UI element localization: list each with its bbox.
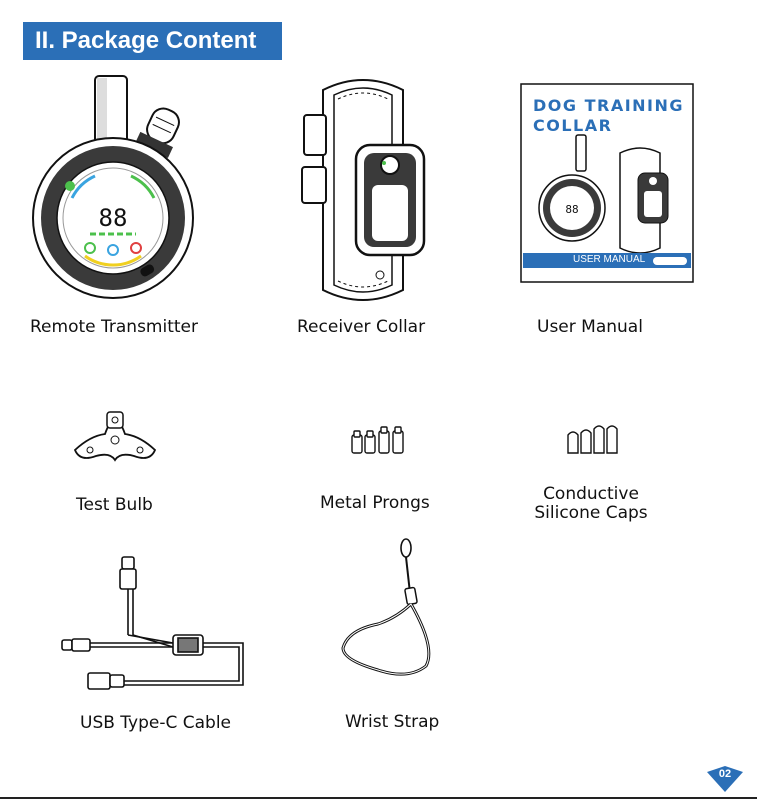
manual-footer-text: USER MANUAL — [573, 254, 645, 265]
item-label-user-manual: User Manual — [537, 317, 667, 337]
section-title: II. Package Content — [35, 27, 256, 55]
svg-text:88: 88 — [99, 204, 128, 232]
item-label-usb-type-c-cable: USB Type-C Cable — [80, 713, 250, 733]
item-label-test-bulb: Test Bulb — [76, 495, 186, 515]
page-number-badge: 02 — [705, 764, 745, 794]
manual-footer-bar: USER MANUAL — [523, 253, 691, 268]
manual-title-line-2: COLLAR — [533, 116, 693, 136]
page-number: 02 — [705, 768, 745, 780]
manual-title-line-1: DOG TRAINING — [533, 96, 693, 116]
svg-text:88: 88 — [565, 203, 578, 216]
receiver-collar-image — [298, 75, 428, 305]
remote-transmitter-image: 88 — [30, 70, 200, 310]
test-bulb-image — [70, 410, 160, 468]
section-header: II. Package Content — [23, 22, 282, 60]
item-label-remote-transmitter: Remote Transmitter — [30, 317, 210, 337]
item-label-conductive: Conductive — [521, 484, 661, 504]
manual-title: DOG TRAINING COLLAR — [533, 96, 693, 136]
item-label-receiver-collar: Receiver Collar — [297, 317, 447, 337]
item-label-metal-prongs: Metal Prongs — [320, 493, 450, 513]
metal-prongs-image — [350, 425, 408, 455]
silicone-caps-image — [565, 423, 619, 455]
usb-cable-image — [58, 555, 252, 690]
bottom-rule — [0, 797, 757, 799]
item-label-silicone-caps: Silicone Caps — [521, 503, 661, 523]
model-badge — [653, 257, 687, 265]
item-label-wrist-strap: Wrist Strap — [345, 712, 465, 732]
wrist-strap-image — [338, 538, 443, 683]
